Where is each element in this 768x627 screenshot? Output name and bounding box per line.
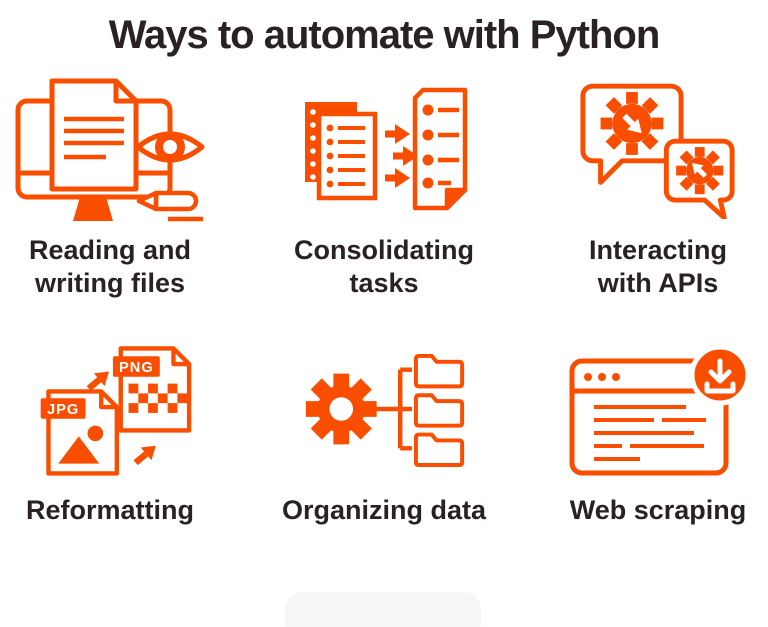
browser-window-icon [569,358,728,476]
small-chat-bubble-icon [663,138,735,219]
cell-label: Consolidating tasks [294,235,474,298]
folder-icon [413,432,465,467]
png-file-icon: PNG [112,346,192,433]
checkerboard-pattern [128,383,188,413]
png-file-type-badge-label: PNG [119,360,154,376]
cell-label: Interacting with APIs [588,235,728,298]
arrow-up-left-icon [692,162,708,178]
cell-label: Reformatting [26,495,194,525]
monitor-document-eye-pen-icon [10,74,210,224]
gear-folder-tree-icon [298,334,470,484]
footer-partial-bar [285,592,481,627]
cell-reformatting: PNG JPG [0,334,220,527]
browser-download-icon [566,334,751,484]
tree-connector [372,367,413,451]
cell-interacting-with-apis: Interacting with APIs [548,74,768,334]
folder-icon [413,393,465,428]
pen-icon [136,190,203,222]
cell-label: Web scraping [569,495,747,525]
jpg-to-png-conversion-icon: PNG JPG [27,334,193,484]
arrow-up-right-icon [133,445,156,466]
cell-reading-writing-files: Reading and writing files [0,74,220,334]
chat-bubbles-gears-icon [577,74,739,224]
right-arrows-icon [384,124,418,188]
checklist-document-icon [412,87,467,211]
jpg-file-icon: JPG [40,389,120,476]
cell-label: Reading and writing files [28,235,191,298]
documents-arrows-checklist-icon [297,74,472,224]
large-chat-bubble-icon [580,83,684,185]
gear-icon [305,373,377,445]
cell-web-scraping: Web scraping [548,334,768,527]
stacked-notes-icon [304,102,377,201]
eye-icon [135,131,205,163]
document-icon [49,78,139,192]
folder-icon [413,353,465,389]
arrow-down-right-icon [622,113,642,134]
page-title: Ways to automate with Python [108,13,661,57]
cell-organizing-data: Organizing data [220,334,548,527]
feature-grid: Reading and writing files [0,74,768,527]
cell-label: Organizing data [281,495,487,525]
download-badge-icon [689,344,750,406]
arrow-up-right-icon [86,371,109,391]
jpg-file-type-badge-label: JPG [47,402,79,418]
cell-consolidating-tasks: Consolidating tasks [220,74,548,334]
